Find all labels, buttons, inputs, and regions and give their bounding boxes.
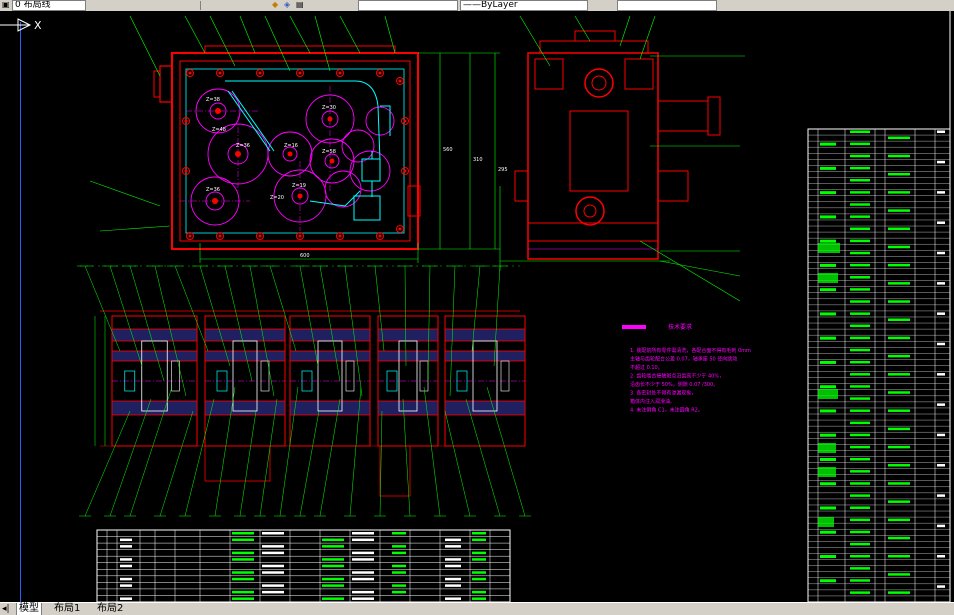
- tab-scroll-arrows[interactable]: ◂|: [2, 604, 10, 614]
- layout-tabbar: ◂| 模型 布局1 布局2: [0, 602, 954, 615]
- note-line: 4. 未注倒角 C1，未注圆角 R2。: [630, 407, 703, 414]
- right-bom-table: [807, 128, 951, 602]
- note-line: 1. 装配前所有零件需清洗，各配合面不得有毛刺 0mm: [630, 347, 751, 354]
- gear-label: Z=58: [322, 149, 336, 155]
- note-line: 主轴与齿轮配合公差 0.07，轴承座 50 径向跳动: [630, 356, 737, 363]
- note-line: 3. 各密封处不得有渗漏现象，: [630, 390, 696, 397]
- layer-previous-icon[interactable]: ◆: [272, 0, 279, 9]
- gear-label: Z=19: [292, 183, 306, 189]
- tab-layout2[interactable]: 布局2: [97, 603, 124, 614]
- layer-dropdown[interactable]: 0 布局线: [12, 0, 86, 11]
- make-current-icon[interactable]: ▤: [296, 0, 304, 9]
- note-line: 2. 齿轮啮合接触斑点沿齿高不少于 40%，: [630, 373, 724, 380]
- bottom-parts-table: [96, 529, 511, 602]
- lineweight-dropdown[interactable]: [617, 0, 717, 11]
- ucs-icon: X: [0, 18, 42, 32]
- layer-manager-icon[interactable]: ◈: [284, 0, 291, 9]
- section-views: [77, 265, 531, 517]
- dimension-label: 295: [498, 167, 508, 173]
- gear-label: Z=36: [236, 143, 250, 149]
- dimension-label: 600: [300, 253, 310, 259]
- dimension-label: 310: [473, 157, 483, 163]
- layer-state-icon[interactable]: ▣: [2, 0, 10, 9]
- gear-label: Z=30: [322, 105, 336, 111]
- color-dropdown[interactable]: [358, 0, 458, 11]
- gear-label: Z=38: [206, 97, 220, 103]
- gear-label: Z=16: [284, 143, 298, 149]
- tab-layout1[interactable]: 布局1: [54, 603, 81, 614]
- gear-label: Z=36: [206, 187, 220, 193]
- tab-model[interactable]: 模型: [16, 603, 42, 615]
- gear-label: Z=48: [212, 127, 226, 133]
- drawing-svg: Z=38Z=48Z=36Z=36Z=16Z=30Z=58Z=19Z=20: [77, 11, 951, 602]
- notes-title: 技术要求: [668, 323, 692, 331]
- note-line: 沿齿长不少于 50%，侧隙 0.07 /300。: [630, 381, 718, 388]
- ucs-x-label: X: [34, 19, 42, 32]
- toolbar-separator: [200, 1, 201, 10]
- note-line: 不超过 0.10。: [630, 364, 663, 371]
- note-line: 箱体内注入润滑油。: [630, 398, 675, 405]
- technical-notes: 技术要求 1. 装配前所有零件需清洗，各配合面不得有毛刺 0mm 主轴与齿轮配合…: [622, 323, 751, 414]
- view-edge-line: [20, 22, 21, 602]
- gearbox-top-view: Z=38Z=48Z=36Z=36Z=16Z=30Z=58Z=19Z=20: [89, 15, 508, 263]
- gearbox-side-view: [499, 15, 745, 302]
- gear-label: Z=20: [270, 195, 284, 201]
- linetype-dropdown[interactable]: ——ByLayer: [460, 0, 588, 11]
- dimension-label: 560: [443, 147, 453, 153]
